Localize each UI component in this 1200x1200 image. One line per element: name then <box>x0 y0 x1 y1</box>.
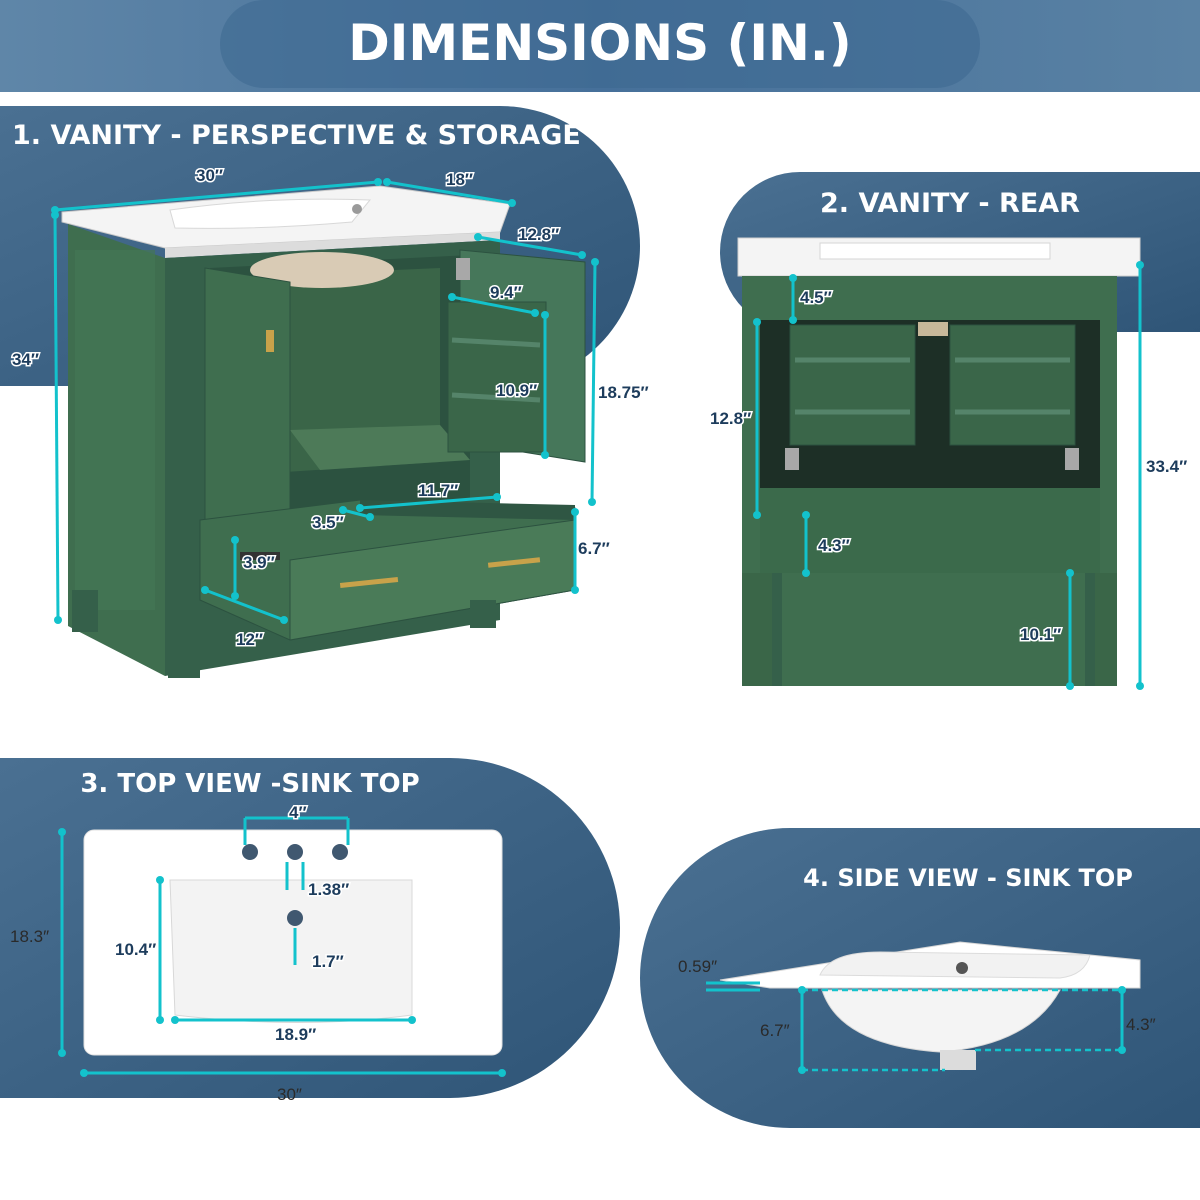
panel-top-view: 3. TOP VIEW -SINK TOP 4″ 1.38″ 10.4″ <box>0 758 620 1104</box>
dim-drawer-depth: 12″ <box>236 630 263 649</box>
panel-rear: 2. VANITY - REAR <box>709 172 1200 690</box>
panel-side-view-title: 4. SIDE VIEW - SINK TOP <box>803 864 1133 892</box>
dim-basin-width: 18.9″ <box>275 1025 316 1044</box>
dim-hole-spread: 4″ <box>289 803 307 822</box>
side-view-dimension-lines <box>706 981 1126 1074</box>
vanity-rear-illustration <box>737 237 1141 686</box>
header-banner: DIMENSIONS (IN.) <box>0 0 1200 92</box>
rear-dimension-lines <box>753 261 1144 690</box>
dim-shelf-height: 10.9″ <box>496 381 537 400</box>
sink-top-view-illustration <box>83 829 503 1056</box>
dim-door-height: 18.75″ <box>598 383 649 402</box>
vanity-perspective-illustration <box>61 185 586 678</box>
sink-side-view-illustration <box>719 941 1141 1070</box>
dim-rear-total-height: 33.4″ <box>1146 457 1187 476</box>
dim-drawer-depth-height: 3.9″ <box>243 553 275 572</box>
dim-vanity-width: 30″ <box>196 166 223 185</box>
panel-perspective: 1. VANITY - PERSPECTIVE & STORAGE <box>0 106 650 678</box>
dim-drawer-width: 11.7″ <box>418 481 458 500</box>
dim-rear-opening: 12.8″ <box>710 409 751 428</box>
panel-side-view: 4. SIDE VIEW - SINK TOP 0.59″ 6.7″ 4.3″ <box>640 828 1200 1128</box>
panel-perspective-title: 1. VANITY - PERSPECTIVE & STORAGE <box>12 120 581 151</box>
top-view-dimension-lines <box>58 816 506 1077</box>
dim-drain-offset: 1.7″ <box>312 952 344 971</box>
perspective-dimension-lines <box>51 178 599 624</box>
panel-top-view-title: 3. TOP VIEW -SINK TOP <box>80 769 419 799</box>
dim-rear-top-rail: 4.5″ <box>800 288 832 307</box>
dim-door-depth: 12.8″ <box>518 225 559 244</box>
dim-drawer-front: 6.7″ <box>578 539 610 558</box>
dim-rear-leg: 10.1″ <box>1020 625 1061 644</box>
dim-vanity-height: 34″ <box>12 350 39 369</box>
dim-basin-depth: 10.4″ <box>115 940 156 959</box>
dim-drawer-gap: 3.5″ <box>312 513 344 532</box>
dim-sink-thickness: 0.59″ <box>678 957 717 976</box>
dim-bowl-depth: 4.3″ <box>1126 1015 1156 1034</box>
dim-shelf-width: 9.4″ <box>490 283 522 302</box>
dim-sink-depth: 18.3″ <box>10 927 49 946</box>
panel-rear-title: 2. VANITY - REAR <box>820 188 1080 219</box>
dim-vanity-depth: 18″ <box>446 170 473 189</box>
dim-sink-width: 30″ <box>277 1085 302 1104</box>
dim-sink-total-depth: 6.7″ <box>760 1021 790 1040</box>
dim-rear-bottom-rail: 4.3″ <box>818 536 850 555</box>
page-title: DIMENSIONS (IN.) <box>348 14 851 72</box>
dim-hole-diameter: 1.38″ <box>308 880 349 899</box>
